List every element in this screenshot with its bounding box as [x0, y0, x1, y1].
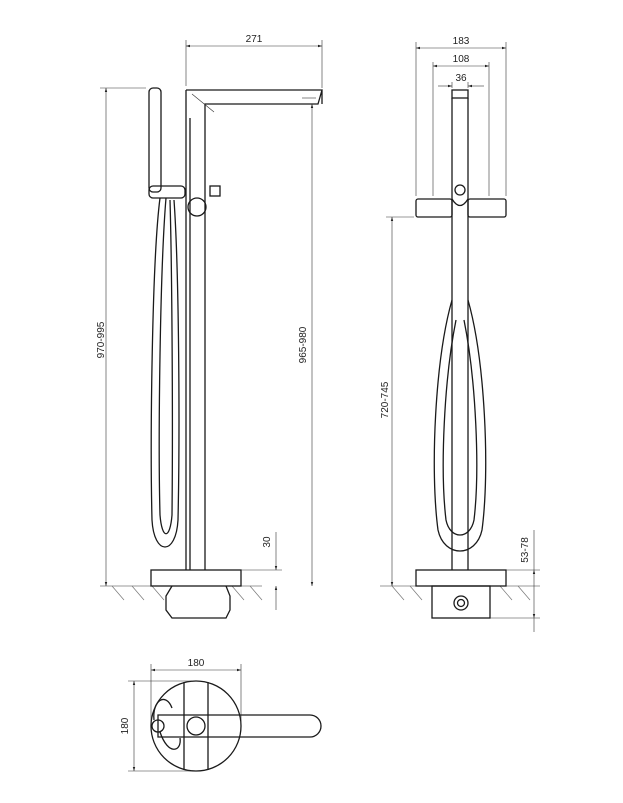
underfloor-unit-front [431, 585, 491, 619]
dim-spout-reach: 271 [246, 34, 263, 45]
right-handle [467, 198, 507, 218]
cross-bar-top [183, 682, 209, 770]
base-plate-front [415, 569, 507, 587]
front-view: 183 108 36 720-745 53-78 [380, 36, 540, 632]
diverter-button [209, 185, 221, 197]
shower-hose [150, 197, 180, 548]
hand-shower-top [151, 719, 165, 733]
base-plate-top [150, 680, 242, 772]
base-plate-side [150, 569, 242, 587]
floor-hatch-front [391, 585, 531, 601]
dim-overall-height: 970-995 [96, 321, 107, 358]
floor-hatch-side [111, 585, 263, 601]
mixer-column [185, 90, 206, 570]
underfloor-unit-side [165, 585, 231, 619]
shower-hose-top [153, 698, 181, 750]
shower-hose-front [433, 299, 487, 552]
dim-floor-adjust: 53-78 [520, 537, 531, 563]
dim-spout-outlet: 36 [455, 73, 467, 84]
dim-base-plate: 30 [262, 536, 273, 548]
spout-top [157, 714, 322, 738]
left-handle [415, 198, 453, 218]
dim-base-width: 180 [188, 658, 205, 669]
dim-body-width: 108 [453, 54, 470, 65]
spout-outlet [451, 89, 469, 99]
dim-spout-height: 965-980 [298, 326, 309, 363]
spout [186, 89, 323, 118]
dim-handle-height: 720-745 [380, 381, 391, 418]
side-view: 271 970-995 965-980 30 [96, 34, 323, 619]
top-view: 180 180 [120, 658, 322, 772]
dim-base-depth: 180 [120, 717, 131, 734]
hand-shower [148, 87, 162, 193]
front-knob [454, 184, 466, 196]
outlet-fitting [453, 595, 469, 611]
valve-knob [187, 197, 207, 217]
mixer-column-front [451, 98, 469, 570]
dim-handle-width: 183 [453, 36, 470, 47]
shower-holder [148, 185, 186, 199]
valve-knob-top [186, 716, 206, 736]
